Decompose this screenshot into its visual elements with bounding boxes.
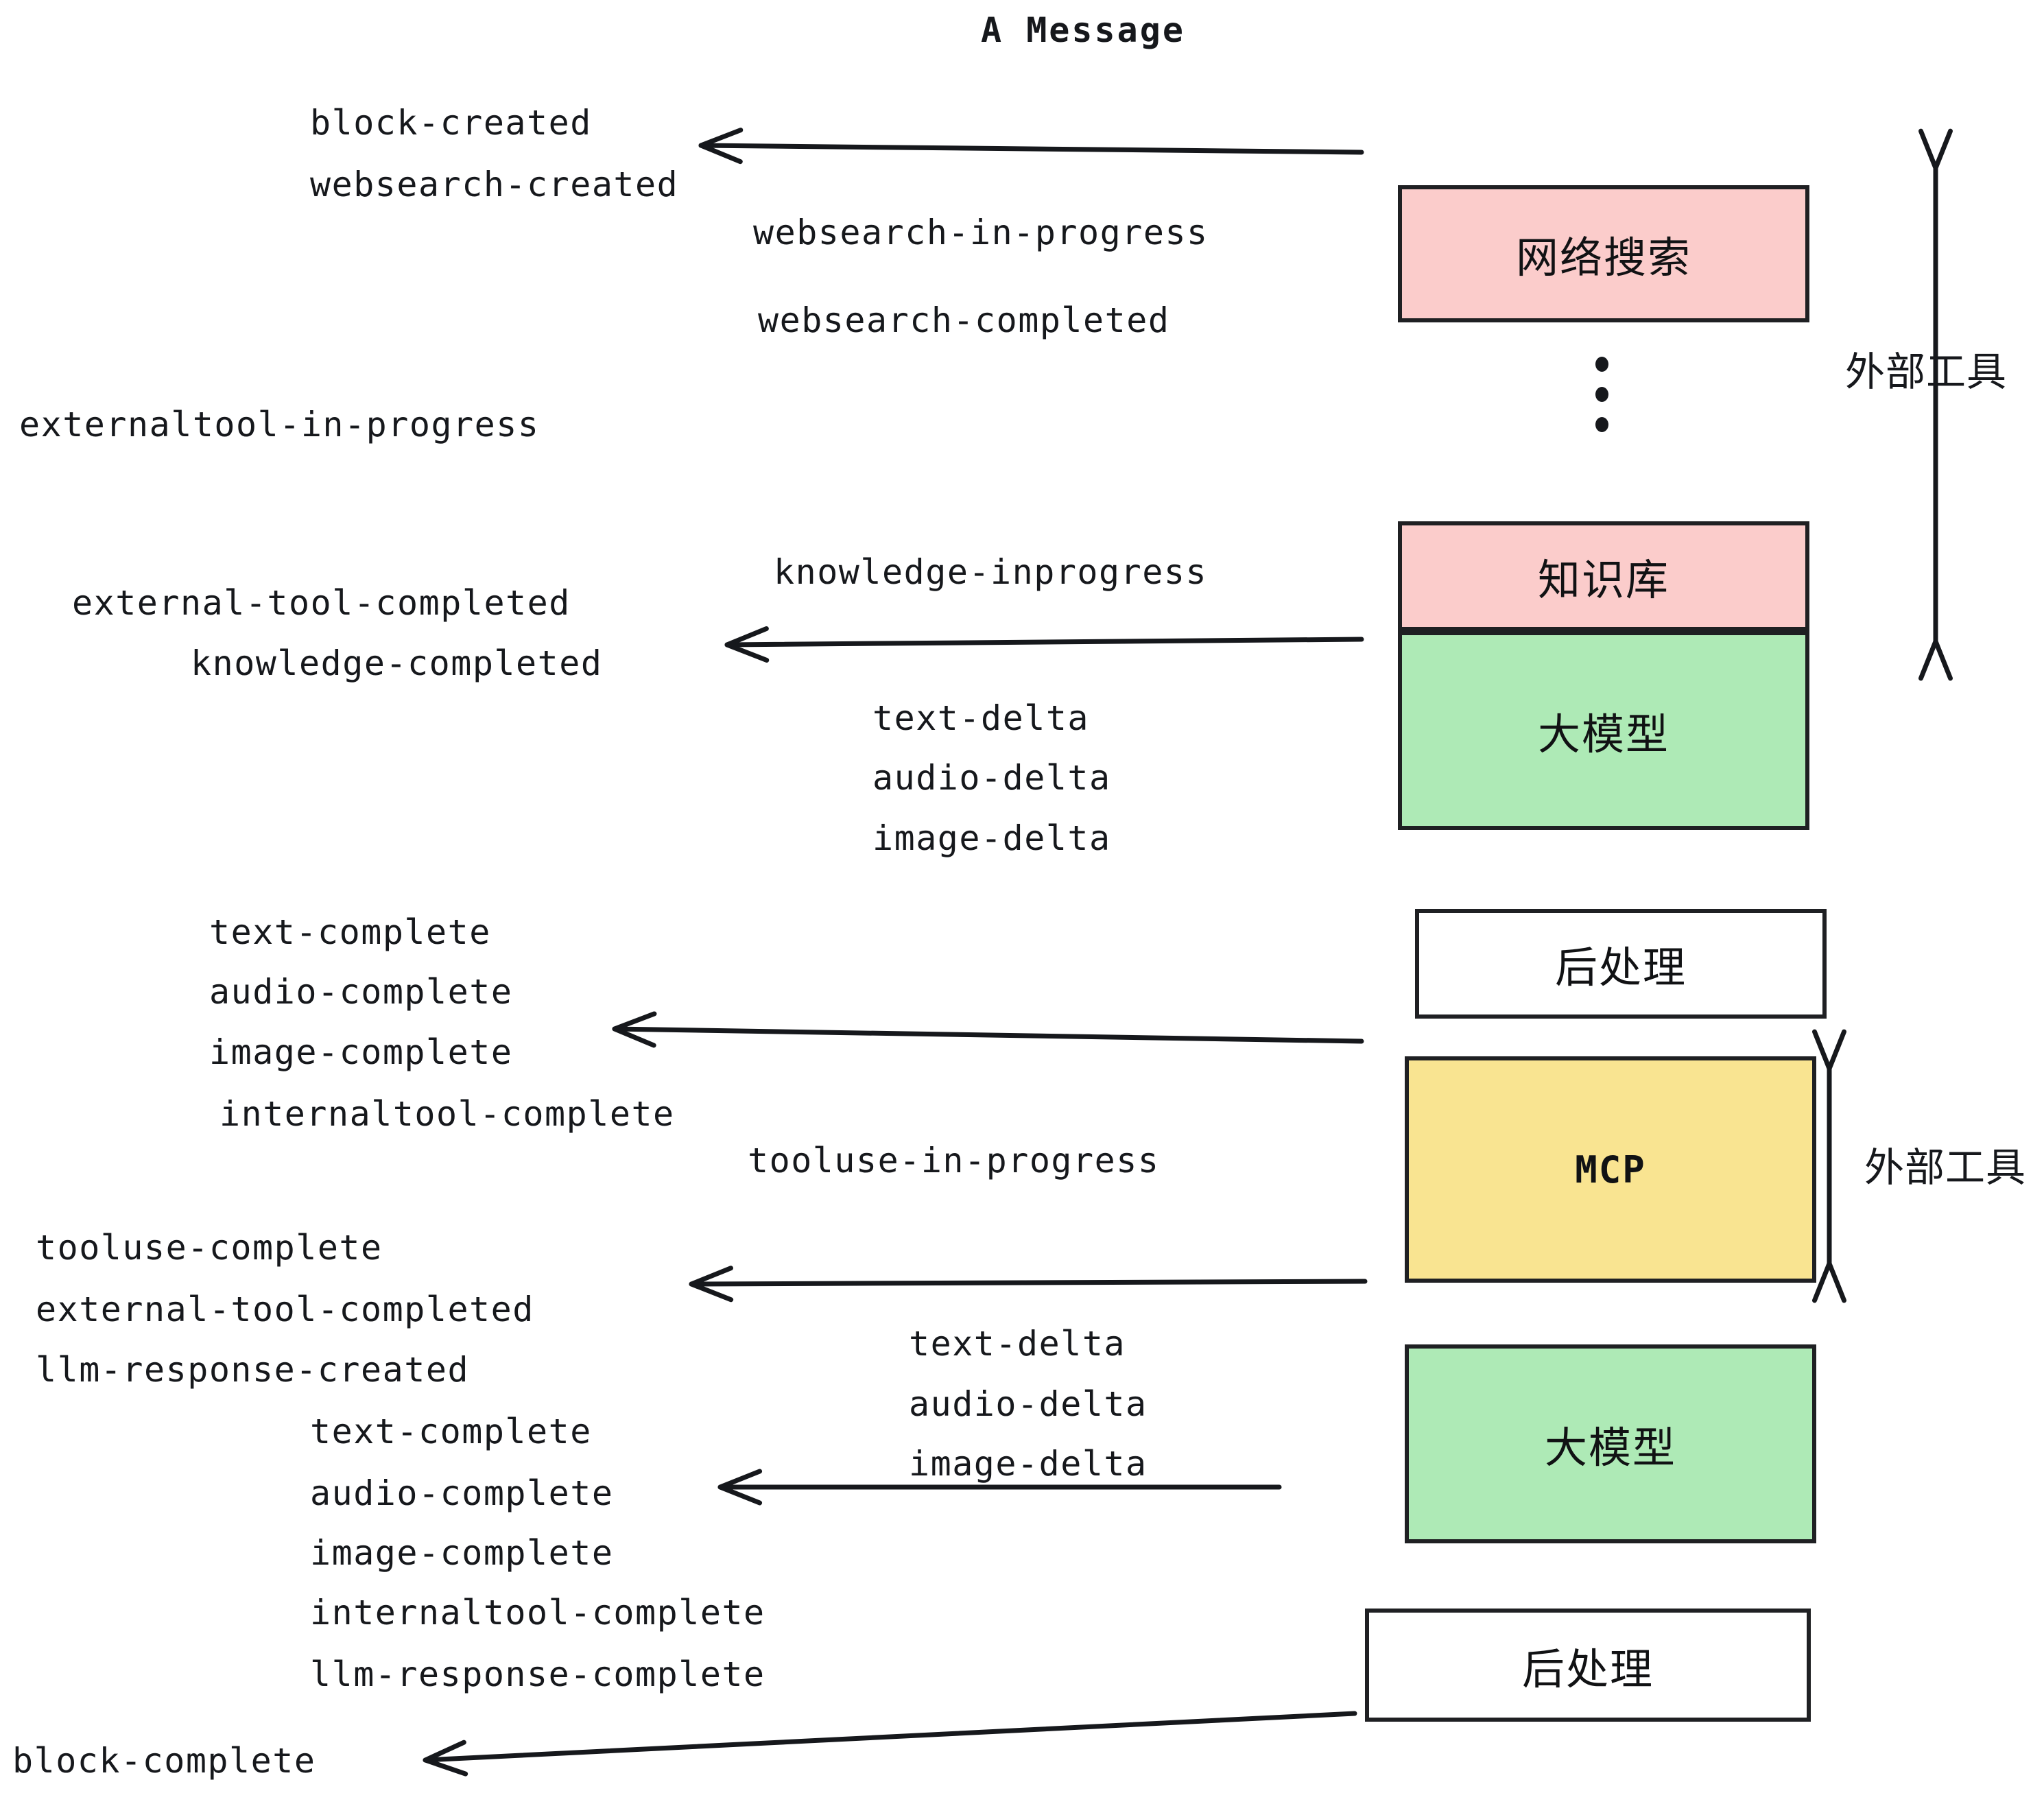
node-llm2: 大模型 xyxy=(1405,1344,1816,1543)
node-label: 大模型 xyxy=(1537,709,1669,759)
external-tools-arrow-top-head-down xyxy=(1918,639,1953,681)
event-label-websearch-in-progress: websearch-in-progress xyxy=(753,213,1209,252)
node-label: 网络搜索 xyxy=(1515,233,1691,283)
event-label-image-delta-1: image-delta xyxy=(872,818,1111,858)
node-websearch: 网络搜索 xyxy=(1398,185,1809,322)
event-label-block-created: block-created xyxy=(310,103,592,143)
node-post1: 后处理 xyxy=(1415,909,1827,1019)
arrow-knowledge-completed xyxy=(724,637,1364,648)
arrow-tooluse-complete xyxy=(689,1279,1368,1287)
event-label-knowledge-completed: knowledge-completed xyxy=(191,643,603,683)
node-knowledge: 知识库 xyxy=(1398,521,1809,631)
external-tools-arrow-bottom-head-up xyxy=(1811,1029,1847,1071)
node-post2: 后处理 xyxy=(1365,1609,1811,1722)
node-llm1: 大模型 xyxy=(1398,631,1809,830)
event-label-audio-complete-2: audio-complete xyxy=(310,1473,614,1513)
node-label: 大模型 xyxy=(1544,1423,1676,1473)
node-label: MCP xyxy=(1575,1148,1646,1191)
node-label: 后处理 xyxy=(1554,942,1687,993)
arrow-knowledge-completed-head xyxy=(724,626,770,663)
arrow-tooluse-complete-head xyxy=(689,1266,734,1303)
node-label: 知识库 xyxy=(1537,555,1669,605)
event-label-image-complete-1: image-complete xyxy=(209,1032,513,1072)
event-label-llm-response-created: llm-response-created xyxy=(36,1350,470,1390)
event-label-externaltool-in-progress: externaltool-in-progress xyxy=(19,405,540,444)
event-label-text-delta-2: text-delta xyxy=(909,1324,1126,1364)
ellipsis-dot xyxy=(1595,417,1608,432)
event-label-tooluse-complete: tooluse-complete xyxy=(36,1228,383,1268)
arrow-image-complete-head xyxy=(612,1011,657,1048)
arrow-block-complete xyxy=(423,1711,1357,1763)
arrow-audio-complete-head xyxy=(717,1469,763,1506)
arrow-block-created-head xyxy=(698,128,744,165)
event-label-external-tool-completed-2: external-tool-completed xyxy=(36,1290,534,1329)
event-label-internaltool-complete-2: internaltool-complete xyxy=(310,1593,765,1633)
arrow-image-complete xyxy=(612,1026,1364,1044)
node-label: 后处理 xyxy=(1521,1643,1654,1694)
external-tools-arrow-bottom-head-down xyxy=(1811,1261,1847,1303)
ellipsis-dot xyxy=(1595,357,1608,372)
side-label-external-tools-bottom: 外部工具 xyxy=(1864,1144,2027,1191)
event-label-websearch-completed: websearch-completed xyxy=(758,300,1170,340)
node-mcp: MCP xyxy=(1405,1056,1816,1283)
event-label-tooluse-in-progress: tooluse-in-progress xyxy=(748,1141,1160,1180)
event-label-image-delta-2: image-delta xyxy=(909,1444,1148,1484)
event-label-audio-complete-1: audio-complete xyxy=(209,972,513,1012)
event-label-audio-delta-1: audio-delta xyxy=(872,758,1111,798)
event-label-text-complete-1: text-complete xyxy=(209,912,491,952)
side-label-external-tools-top: 外部工具 xyxy=(1845,348,2008,395)
event-label-audio-delta-2: audio-delta xyxy=(909,1384,1148,1424)
external-tools-arrow-top-head-up xyxy=(1918,128,1953,171)
event-label-text-complete-2: text-complete xyxy=(310,1412,592,1451)
event-label-llm-response-complete: llm-response-complete xyxy=(310,1654,765,1694)
event-label-websearch-created: websearch-created xyxy=(310,165,679,204)
event-label-internaltool-complete-1: internaltool-complete xyxy=(219,1094,675,1134)
ellipsis-dot xyxy=(1595,387,1608,402)
event-label-block-complete: block-complete xyxy=(12,1741,316,1781)
event-label-image-complete-2: image-complete xyxy=(310,1533,614,1573)
vertical-ellipsis-icon xyxy=(1595,357,1608,432)
event-label-knowledge-inprogress: knowledge-inprogress xyxy=(774,552,1208,592)
arrow-block-complete-head xyxy=(423,1740,468,1777)
event-label-text-delta-1: text-delta xyxy=(872,698,1090,738)
page-title: A Message xyxy=(981,10,1185,50)
event-label-external-tool-completed-1: external-tool-completed xyxy=(72,583,571,623)
arrow-block-created xyxy=(698,143,1364,155)
